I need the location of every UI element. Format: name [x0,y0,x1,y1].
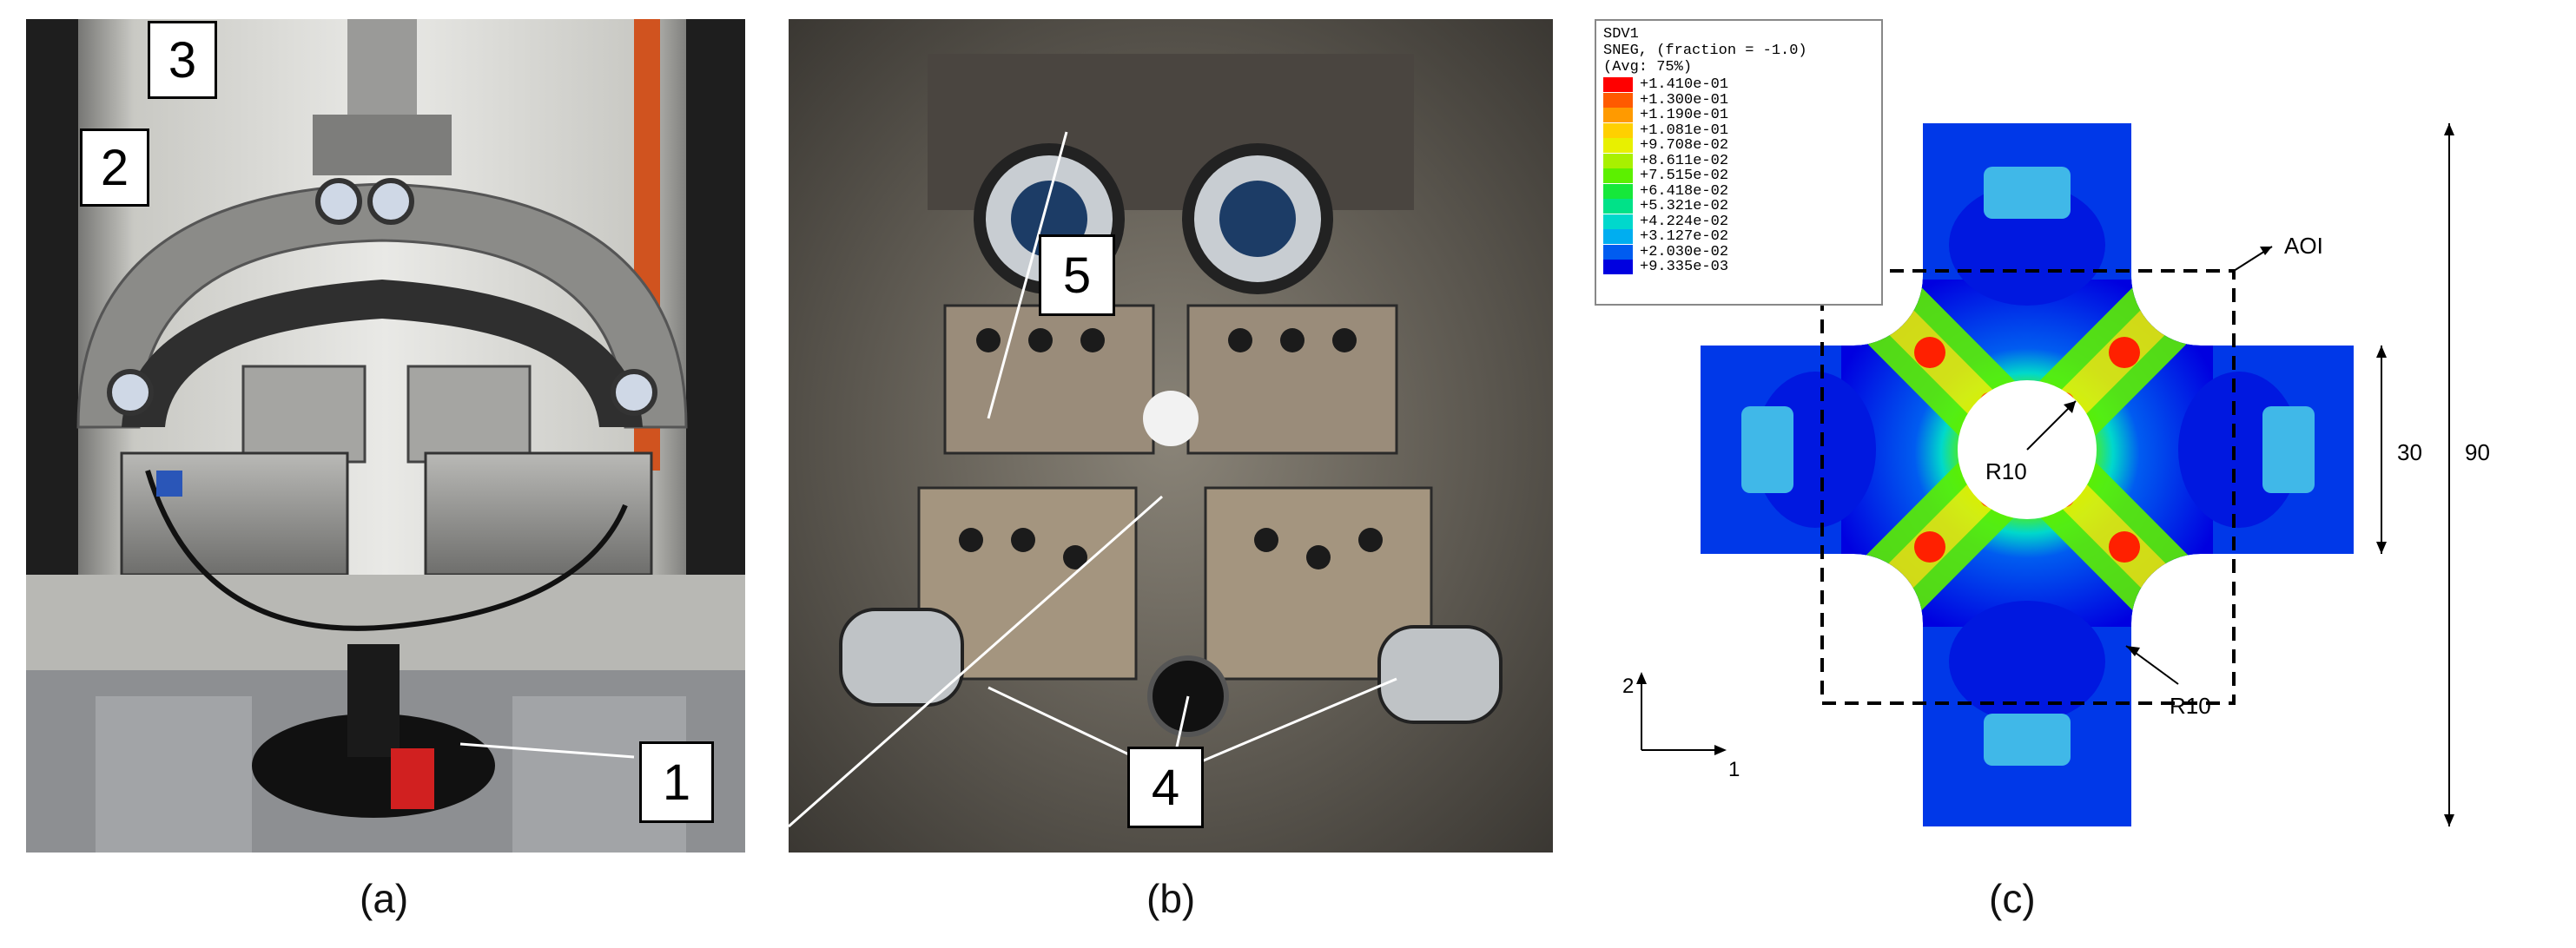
legend-swatch [1603,214,1633,229]
legend-entry: +2.030e-02 [1603,243,1874,260]
test-rig-illustration [26,19,745,853]
aoi-label: AOI [2284,233,2323,259]
fillet-radius-label: R10 [2170,693,2211,719]
legend-value: +2.030e-02 [1640,243,1729,260]
legend-title-line: SDV1 [1603,26,1639,43]
caption-b: (b) [1146,876,1196,921]
axis-2-label: 2 [1622,675,1634,698]
legend-value: +1.410e-01 [1640,76,1729,94]
legend-entries: +1.410e-01+1.300e-01+1.190e-01+1.081e-01… [1603,76,1874,276]
legend-swatch [1603,77,1633,93]
legend-title-line: (Avg: 75%) [1603,59,1693,76]
legend-swatch [1603,168,1633,184]
legend-swatch [1603,92,1633,108]
legend-value: +9.708e-02 [1640,137,1729,155]
legend-swatch [1603,122,1633,138]
legend-entry: +9.335e-03 [1603,259,1874,276]
legend-swatch [1603,260,1633,275]
legend-value: +1.081e-01 [1640,122,1729,139]
legend-entry: +4.224e-02 [1603,214,1874,230]
caption-a: (a) [360,876,409,921]
legend-value: +8.611e-02 [1640,152,1729,169]
photo-test-rig: 3 2 1 [26,19,745,853]
legend-value: +7.515e-02 [1640,168,1729,185]
legend-value: +4.224e-02 [1640,213,1729,230]
legend-entry: +7.515e-02 [1603,168,1874,184]
legend-entry: +3.127e-02 [1603,228,1874,246]
legend-swatch [1603,229,1633,245]
legend-entry: +1.410e-01 [1603,76,1874,94]
coordinate-axes: 2 1 [1622,672,1740,781]
legend-title-line: SNEG, (fraction = -1.0) [1603,43,1807,59]
callout-label-3: 3 [148,21,217,99]
legend-entry: +5.321e-02 [1603,198,1874,215]
legend-swatch [1603,244,1633,260]
legend-value: +9.335e-03 [1640,259,1729,276]
legend-entry: +6.418e-02 [1603,182,1874,200]
photo-grip-closeup: 5 4 [789,19,1553,853]
legend-swatch [1603,138,1633,154]
dim-arm-width: 30 [2397,439,2422,465]
legend-entry: +1.300e-01 [1603,91,1874,109]
aoi-box [1820,269,2236,705]
legend-swatch [1603,199,1633,214]
hole-radius-label: R10 [1985,458,2027,484]
legend-swatch [1603,153,1633,168]
dim-total-width: 90 [2465,439,2490,465]
legend-swatch [1603,183,1633,199]
legend-entry: +1.190e-01 [1603,107,1874,124]
legend-entry: +9.708e-02 [1603,137,1874,155]
callout-label-1: 1 [639,741,714,823]
legend-value: +6.418e-02 [1640,182,1729,200]
legend-value: +1.190e-01 [1640,107,1729,124]
legend-swatch [1603,108,1633,123]
legend-value: +3.127e-02 [1640,228,1729,246]
callout-label-2: 2 [80,128,149,207]
legend-value: +1.300e-01 [1640,91,1729,109]
callout-label-5: 5 [1039,234,1115,316]
legend-value: +5.321e-02 [1640,198,1729,215]
legend-entry: +1.081e-01 [1603,122,1874,139]
callout-label-4: 4 [1127,747,1204,828]
legend-entry: +8.611e-02 [1603,152,1874,169]
grip-closeup-illustration [789,19,1553,853]
axis-1-label: 1 [1728,758,1740,781]
caption-c: (c) [1989,876,2036,921]
